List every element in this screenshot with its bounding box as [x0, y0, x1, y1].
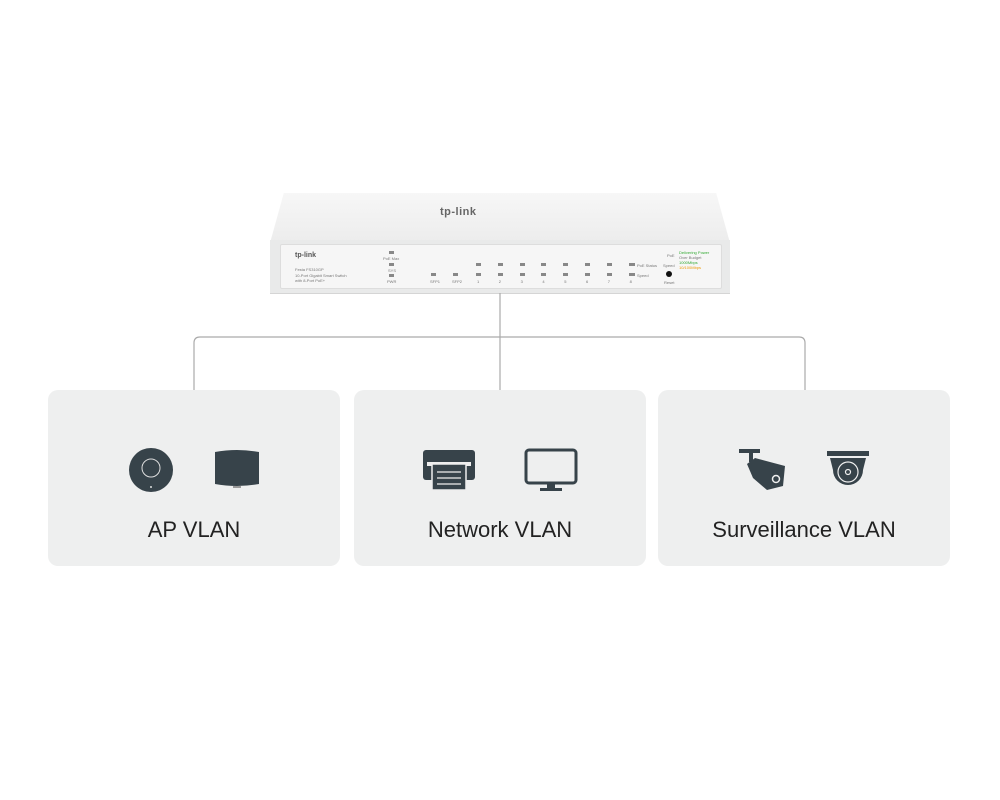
led-pwr — [389, 274, 394, 277]
port-speed-led — [476, 273, 481, 276]
port-poe-led — [497, 263, 503, 266]
label-sys: SYS — [388, 268, 397, 273]
group-card-ap: AP VLAN — [48, 390, 340, 566]
port-speed-led — [431, 273, 436, 276]
description-1: 10-Port Gigabit Smart Switch — [295, 273, 347, 278]
switch-front-panel: tp-link Festa FS310GP 10-Port Gigabit Sm… — [280, 244, 722, 289]
switch-top — [270, 193, 730, 243]
legend-1000: 1000Mbps — [679, 260, 698, 265]
dome-camera-icon — [827, 451, 869, 485]
port-label: SFP1 — [430, 279, 441, 284]
switch-top-logo: tp-link — [440, 206, 477, 218]
port-poe-led — [541, 263, 547, 266]
led-sys — [389, 263, 394, 266]
port-poe-led — [585, 263, 590, 266]
port-label: 2 — [498, 279, 502, 284]
port-poe-led — [563, 263, 569, 266]
branch-line — [193, 336, 806, 390]
port-label: 5 — [564, 279, 567, 284]
legend-over-budget: Over Budget — [679, 255, 702, 260]
led-poe-status — [630, 263, 635, 266]
legend-poe: PoE — [667, 253, 675, 258]
model: Festa FS310GP — [295, 267, 324, 272]
led-poe-max — [389, 251, 394, 254]
port-speed-led — [519, 273, 525, 276]
ceiling-access-point-icon — [129, 448, 173, 492]
panel-logo: tp-link — [295, 252, 316, 259]
wall-access-point-icon — [215, 450, 259, 488]
led-speed — [630, 273, 635, 276]
port-label: 7 — [607, 279, 611, 284]
port-speed-led — [585, 273, 590, 276]
label-poe-max: PoE Max — [383, 256, 400, 261]
port-speed-led — [497, 273, 503, 276]
printer-icon — [423, 450, 475, 491]
port-poe-led — [476, 263, 481, 266]
label-reset: Reset — [664, 280, 675, 285]
bullet-camera-icon — [739, 449, 785, 490]
port-poe-led — [606, 263, 612, 266]
group-label: Surveillance VLAN — [712, 517, 896, 542]
port-label: 3 — [520, 279, 523, 284]
label-speed: Speed — [637, 273, 649, 278]
port-speed-led — [453, 273, 458, 276]
port-label: 6 — [586, 279, 589, 284]
port-label: 8 — [629, 279, 632, 284]
label-pwr: PWR — [387, 279, 397, 284]
monitor-icon — [524, 448, 578, 491]
group-label: AP VLAN — [147, 517, 241, 542]
description-2: with 8-Port PoE+ — [295, 278, 326, 283]
legend-delivering: Delivering Power — [679, 250, 710, 255]
port-speed-led — [563, 273, 569, 276]
group-card-network: Network VLAN — [354, 390, 646, 566]
port-label: 4 — [542, 279, 545, 284]
legend-10-100: 10/100Mbps — [679, 265, 702, 270]
port-speed-led — [541, 273, 547, 276]
reset-button[interactable] — [666, 271, 672, 277]
legend-speed: Speed — [663, 263, 675, 268]
port-poe-led — [519, 263, 525, 266]
group-card-surveillance: Surveillance VLAN — [658, 390, 950, 566]
port-speed-led — [606, 273, 612, 276]
port-label: SFP2 — [452, 279, 463, 284]
label-poe-status: PoE Status — [637, 263, 658, 268]
port-label: 1 — [477, 279, 480, 284]
group-label: Network VLAN — [427, 517, 573, 542]
